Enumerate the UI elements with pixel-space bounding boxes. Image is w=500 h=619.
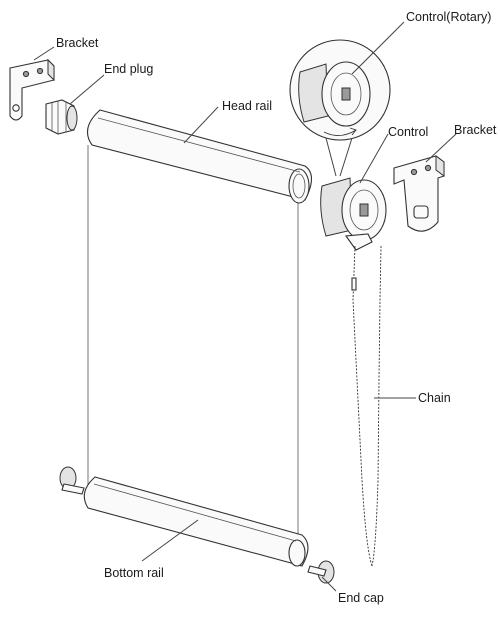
label-control: Control <box>388 125 429 139</box>
bracket-right-shape <box>393 155 445 232</box>
leader-lines <box>33 21 457 592</box>
control-unit-shape <box>320 177 387 251</box>
control-rotary-zoom <box>289 39 391 177</box>
label-bottom-rail: Bottom rail <box>104 566 164 580</box>
blind-fabric <box>87 145 299 555</box>
label-bracket-right: Bracket <box>454 123 497 137</box>
end-cap-left-shape <box>59 466 85 495</box>
end-plug-shape <box>45 99 78 135</box>
bracket-left-shape <box>9 58 55 121</box>
label-bracket-left: Bracket <box>56 36 99 50</box>
end-cap-right-shape <box>307 560 335 584</box>
head-rail-shape <box>86 109 313 204</box>
label-end-cap: End cap <box>338 591 384 605</box>
label-control-rotary: Control(Rotary) <box>406 10 492 24</box>
label-end-plug: End plug <box>104 62 154 76</box>
label-chain: Chain <box>418 391 451 405</box>
chain-shape <box>351 245 382 567</box>
label-head-rail: Head rail <box>222 99 273 113</box>
